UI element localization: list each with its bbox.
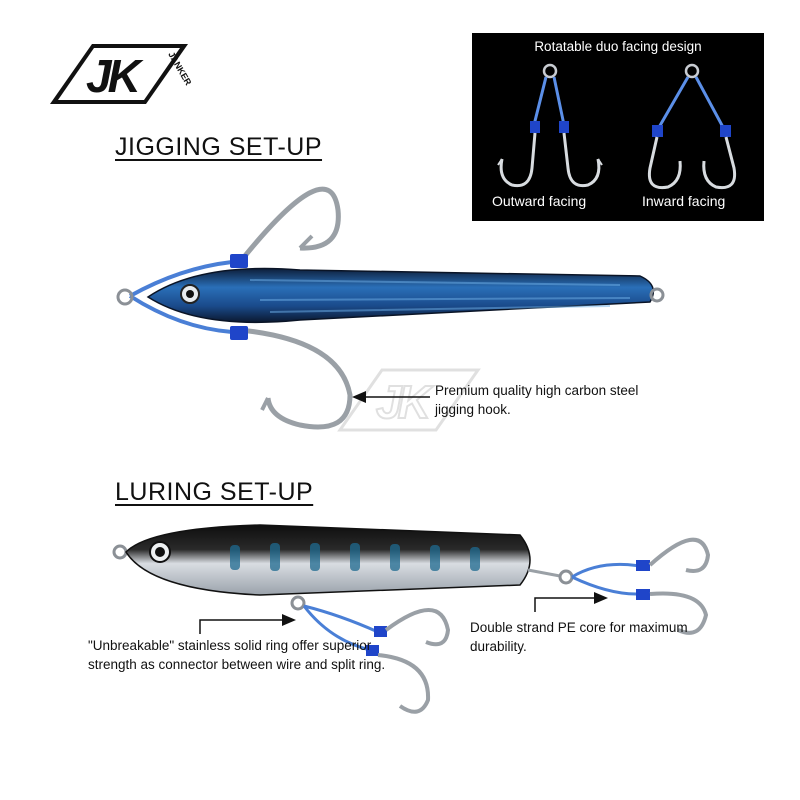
panel-title: Rotatable duo facing design	[534, 39, 702, 54]
duo-hooks-illustration	[497, 63, 737, 190]
cord-sleeve	[230, 326, 248, 340]
tail-wire	[527, 568, 561, 578]
jk-janker-logo: JK JANKER	[50, 44, 194, 104]
pe-core-callout-text: Double strand PE core for maximum durabi…	[470, 620, 688, 654]
tail-ring	[649, 287, 665, 303]
luring-lure	[112, 524, 711, 714]
split-ring	[116, 288, 134, 306]
tail-hook-upper	[648, 537, 711, 573]
jigging-lure	[116, 186, 665, 430]
duo-facing-panel: Rotatable duo facing design Outward faci…	[472, 33, 764, 221]
jigging-heading: JIGGING SET-UP	[115, 133, 323, 161]
outward-hook-pair-icon	[497, 63, 603, 188]
luring-heading: LURING SET-UP	[115, 478, 314, 506]
inward-hook-pair-icon	[647, 63, 737, 190]
pe-callout-arrow	[534, 597, 598, 612]
inward-facing-label: Inward facing	[642, 193, 726, 209]
belly-ring	[290, 595, 306, 611]
outward-facing-label: Outward facing	[492, 193, 587, 209]
nose-ring	[112, 544, 128, 560]
assist-cord	[128, 260, 233, 334]
belly-hook-upper	[384, 608, 451, 647]
jig-body	[146, 267, 655, 324]
lure-body	[125, 524, 531, 596]
stainless-ring	[558, 569, 574, 585]
belly-hook-lower	[377, 653, 431, 714]
pe-core-cord	[571, 562, 641, 596]
ring-callout-arrow	[199, 619, 286, 634]
upper-jig-hook	[238, 186, 341, 264]
cord-sleeve	[230, 254, 248, 268]
hook-callout-text: Premium quality high carbon steel jiggin…	[435, 383, 639, 417]
lower-jig-hook	[239, 327, 353, 430]
ring-callout-text: "Unbreakable" stainless solid ring offer…	[88, 638, 386, 672]
watermark-logo: JK	[337, 368, 481, 432]
tail-hook-lower	[649, 591, 709, 635]
